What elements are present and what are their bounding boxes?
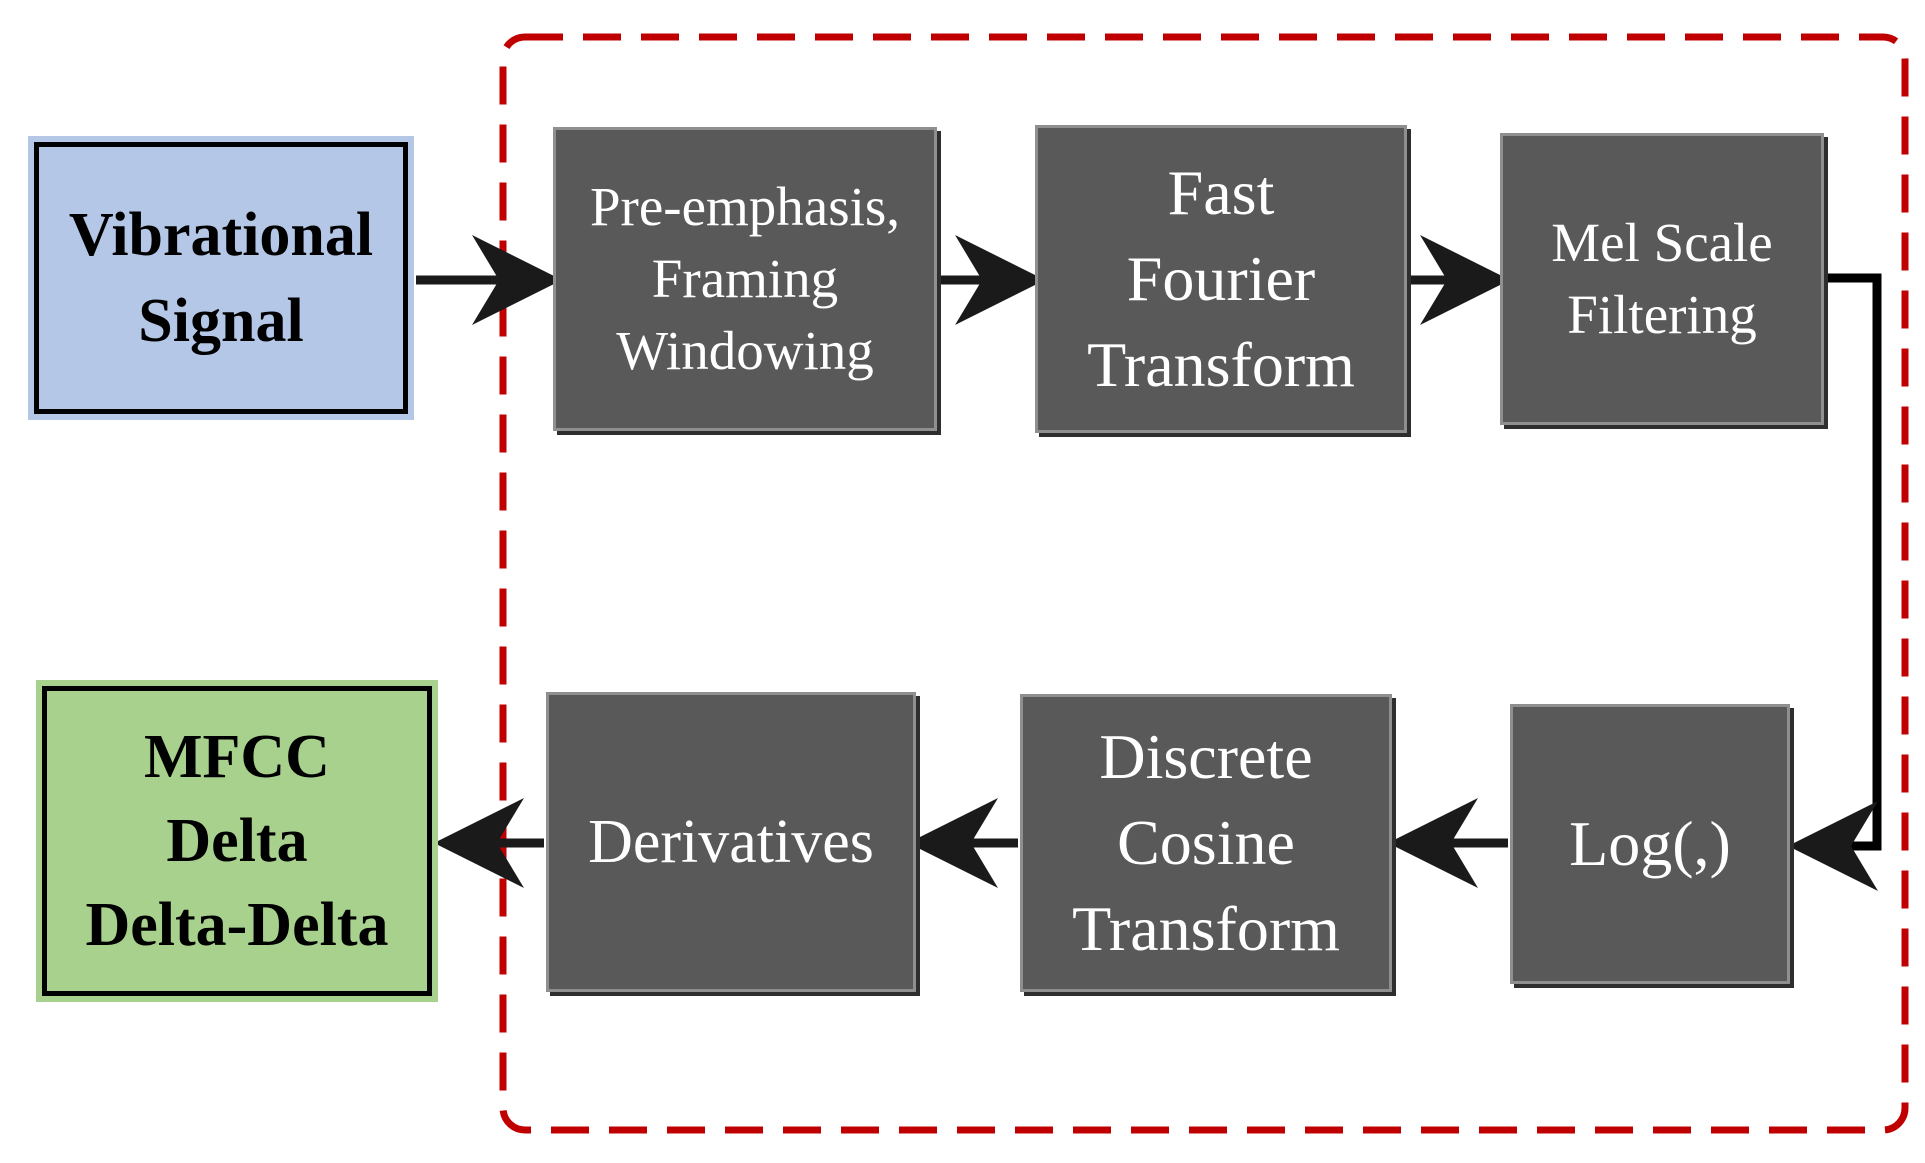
step-label: Fast Fourier Transform (1087, 157, 1355, 400)
input-node-label: Vibrational Signal (68, 201, 374, 355)
input-node-border: Vibrational Signal (34, 142, 408, 414)
step-label: Log(,) (1569, 808, 1731, 879)
step-discrete-cosine-transform: Discrete Cosine Transform (1020, 694, 1392, 992)
step-mel-scale-filtering: Mel Scale Filtering (1500, 133, 1824, 425)
step-label: Derivatives (588, 808, 874, 876)
arrow-mel-to-log (1788, 273, 1882, 891)
mfcc-processing-boundary (499, 33, 1909, 1134)
input-node-vibrational-signal: Vibrational Signal (28, 136, 414, 420)
step-label: Mel Scale Filtering (1551, 212, 1773, 345)
step-derivatives: Derivatives (546, 692, 916, 992)
step-log: Log(,) (1510, 704, 1790, 984)
output-node-label: MFCC Delta Delta-Delta (85, 723, 389, 959)
step-fast-fourier-transform: Fast Fourier Transform (1035, 125, 1407, 433)
output-node-mfcc-features: MFCC Delta Delta-Delta (36, 680, 438, 1002)
step-label: Discrete Cosine Transform (1072, 721, 1340, 964)
output-node-border: MFCC Delta Delta-Delta (42, 686, 432, 996)
step-label: Pre-emphasis, Framing Windowing (589, 176, 901, 381)
step-preemphasis-framing-windowing: Pre-emphasis, Framing Windowing (553, 127, 937, 431)
